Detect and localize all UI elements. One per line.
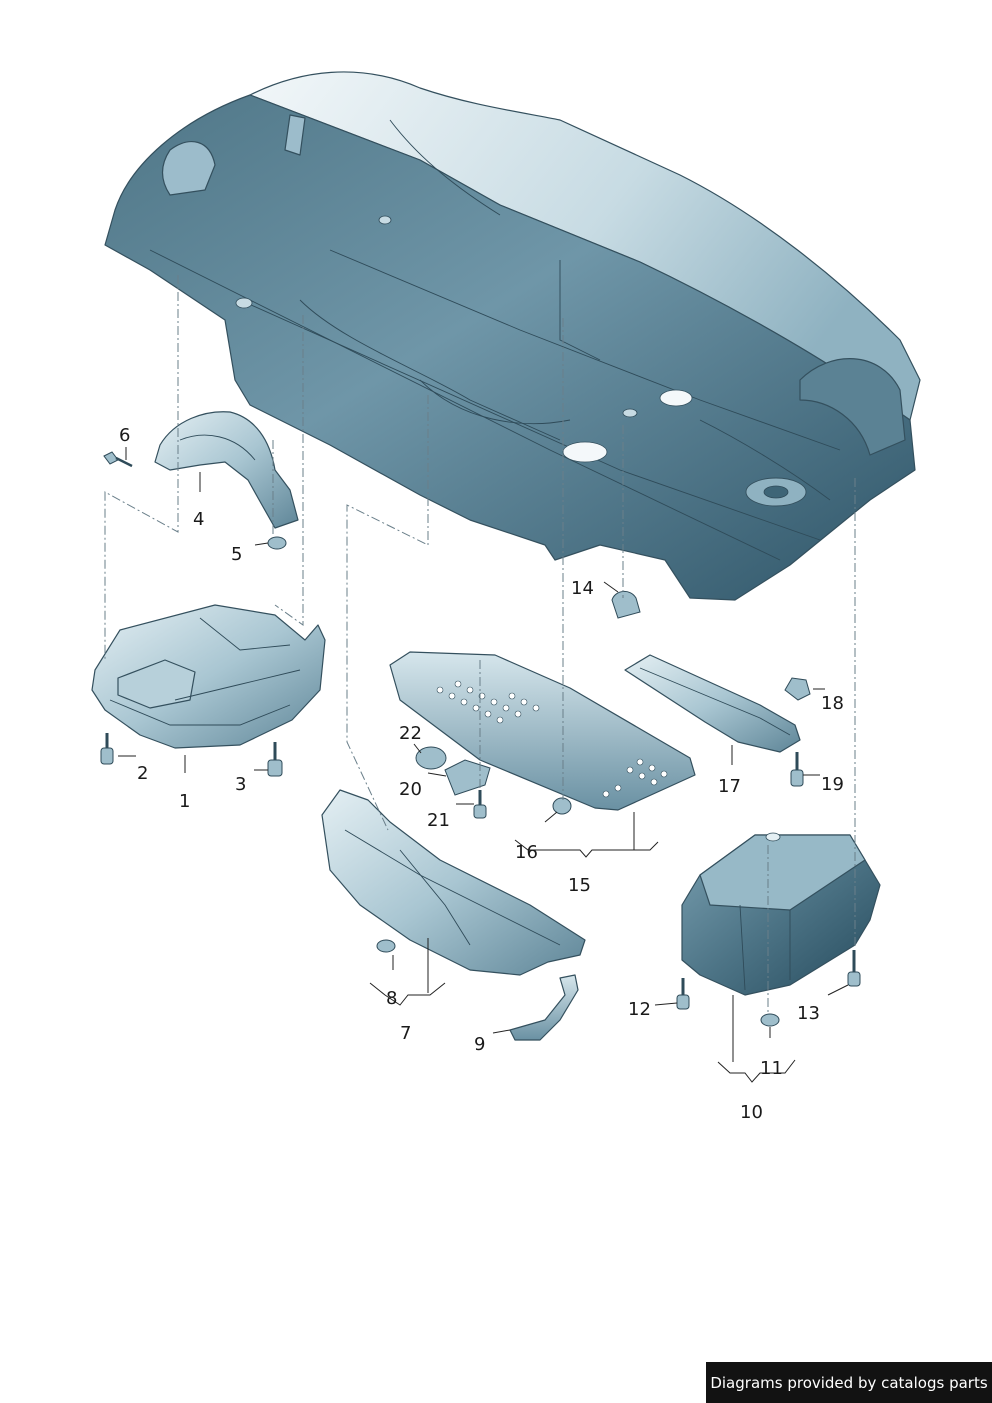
callout-5: 5	[231, 544, 242, 565]
callout-8: 8	[386, 988, 397, 1009]
callout-9: 9	[474, 1034, 485, 1055]
callout-1: 1	[179, 791, 190, 812]
part-1-undertray	[91, 604, 326, 749]
credit-banner: Diagrams provided by catalogs parts	[706, 1362, 992, 1403]
leader-lines	[118, 447, 849, 1083]
callout-21: 21	[427, 810, 450, 831]
part-15-floor-tray	[389, 651, 696, 811]
part-17-side-trim	[624, 654, 801, 753]
callout-15: 15	[568, 875, 591, 896]
callout-18: 18	[821, 693, 844, 714]
part-7-rear-panel	[321, 789, 586, 976]
callout-2: 2	[137, 763, 148, 784]
callout-7: 7	[400, 1023, 411, 1044]
callout-13: 13	[797, 1003, 820, 1024]
part-4-liner	[154, 411, 299, 529]
callout-12: 12	[628, 999, 651, 1020]
callout-16: 16	[515, 842, 538, 863]
callout-20: 20	[399, 779, 422, 800]
callout-19: 19	[821, 774, 844, 795]
callout-10: 10	[740, 1102, 763, 1123]
callout-3: 3	[235, 774, 246, 795]
callout-14: 14	[571, 578, 594, 599]
credit-text: Diagrams provided by catalogs parts	[710, 1373, 988, 1392]
callout-6: 6	[119, 425, 130, 446]
vehicle-underbody	[104, 71, 921, 601]
part-9-bracket	[509, 974, 579, 1041]
callout-labels: 6 4 5 2 1 3 14 22 20 21 16 15 17 18 19 8…	[119, 425, 844, 1123]
part-10-box-cover	[681, 832, 881, 996]
phantom-lines	[104, 275, 856, 1015]
callout-17: 17	[718, 776, 741, 797]
callout-22: 22	[399, 723, 422, 744]
callout-4: 4	[193, 509, 204, 530]
callout-11: 11	[760, 1058, 783, 1079]
fasteners	[100, 451, 861, 1027]
